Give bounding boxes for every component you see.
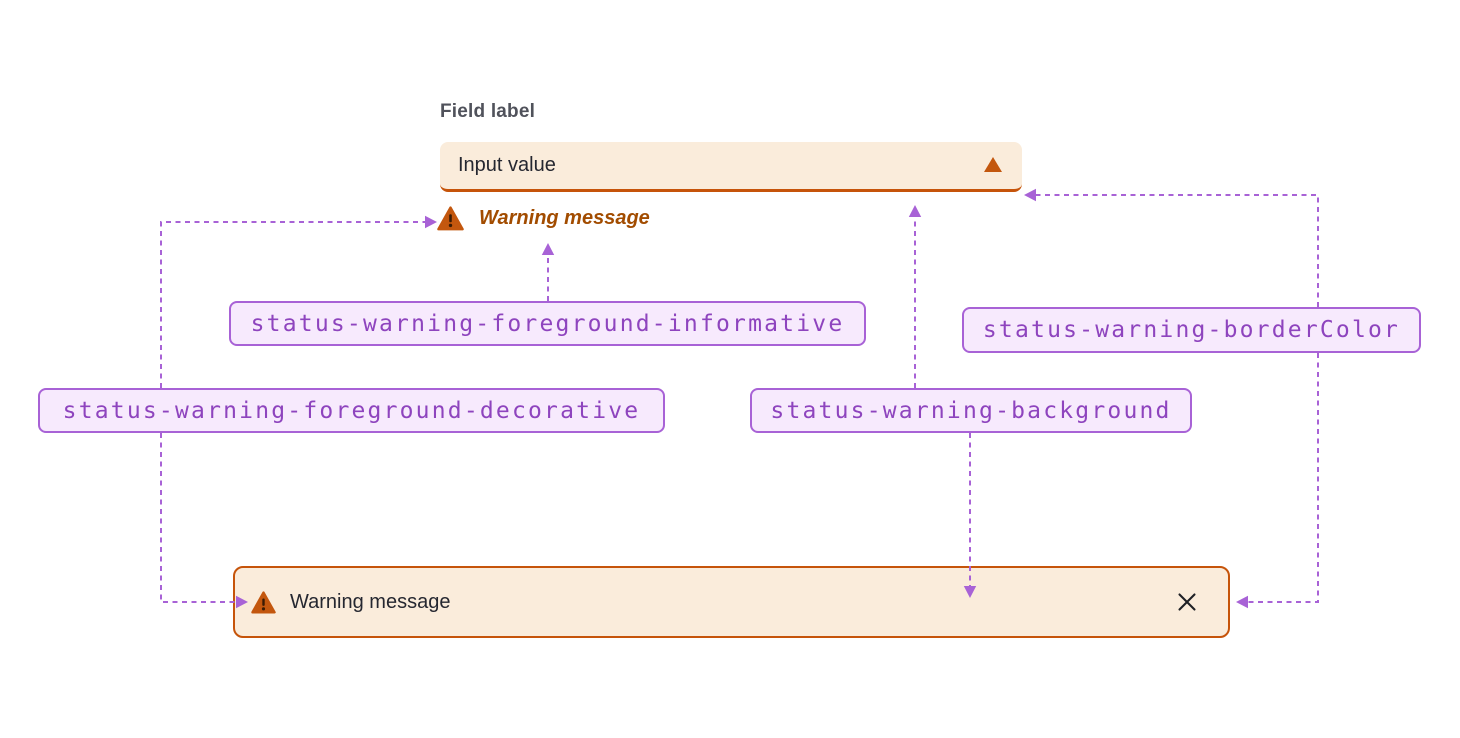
warning-icon — [437, 206, 464, 231]
inline-warning-text: Warning message — [479, 207, 650, 229]
inline-warning-message-row: Warning message — [437, 206, 650, 231]
text-input-field[interactable]: Input value — [440, 142, 1022, 192]
warning-alert-banner: Warning message — [233, 566, 1230, 638]
warning-icon — [251, 590, 276, 613]
close-button[interactable] — [1172, 587, 1202, 617]
field-label: Field label — [440, 101, 536, 122]
token-status-warning-background: status-warning-background — [750, 388, 1192, 433]
token-status-warning-foreground-informative: status-warning-foreground-informative — [229, 301, 866, 346]
banner-message: Warning message — [290, 590, 451, 613]
token-status-warning-borderColor: status-warning-borderColor — [962, 307, 1421, 353]
token-label: status-warning-foreground-decorative — [62, 397, 641, 424]
close-icon — [1178, 593, 1196, 611]
input-value: Input value — [458, 154, 556, 176]
token-status-warning-foreground-decorative: status-warning-foreground-decorative — [38, 388, 665, 433]
token-label: status-warning-background — [770, 397, 1172, 424]
token-label: status-warning-borderColor — [982, 317, 1401, 343]
token-label: status-warning-foreground-informative — [250, 310, 845, 337]
warning-triangle-icon — [984, 157, 1002, 172]
